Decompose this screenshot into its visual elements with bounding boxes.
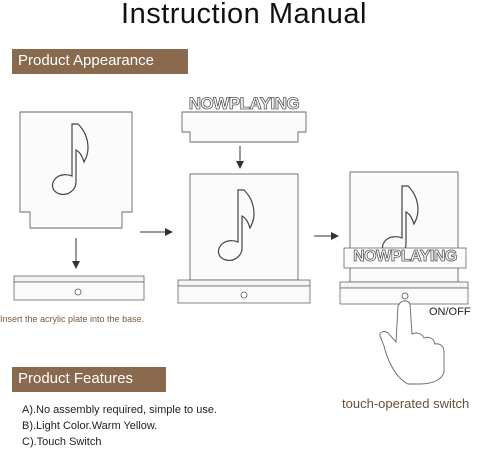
assembled-lamp <box>339 171 469 305</box>
section-banner-features: Product Features <box>12 367 166 392</box>
page-title: Instruction Manual <box>121 0 367 30</box>
feature-item: A).No assembly required, simple to use. <box>22 404 218 416</box>
acrylic-plate-2 <box>189 173 299 281</box>
sign-text-top: NOWPLAYING <box>188 94 300 114</box>
arrow-down-icon <box>72 238 80 269</box>
features-list: A).No assembly required, simple to use. … <box>22 402 217 450</box>
nowplaying-plate <box>181 111 307 143</box>
arrow-right-icon <box>140 228 173 236</box>
section-banner-appearance: Product Appearance <box>12 49 188 74</box>
arrow-right-icon <box>314 232 339 240</box>
sign-text-assembled: NOWPLAYING <box>353 248 458 266</box>
base-2 <box>177 279 311 304</box>
hand-pointer-icon <box>379 300 445 385</box>
arrow-down-icon <box>236 146 244 169</box>
insert-caption: Insert the acrylic plate into the base. <box>0 314 145 324</box>
switch-label: ON/OFF <box>429 306 471 318</box>
touch-caption: touch-operated switch <box>342 396 470 411</box>
base-1 <box>13 275 145 301</box>
acrylic-plate-1 <box>19 111 133 229</box>
feature-item: B).Light Color.Warm Yellow. <box>22 420 158 432</box>
feature-item: C).Touch Switch <box>22 436 102 448</box>
